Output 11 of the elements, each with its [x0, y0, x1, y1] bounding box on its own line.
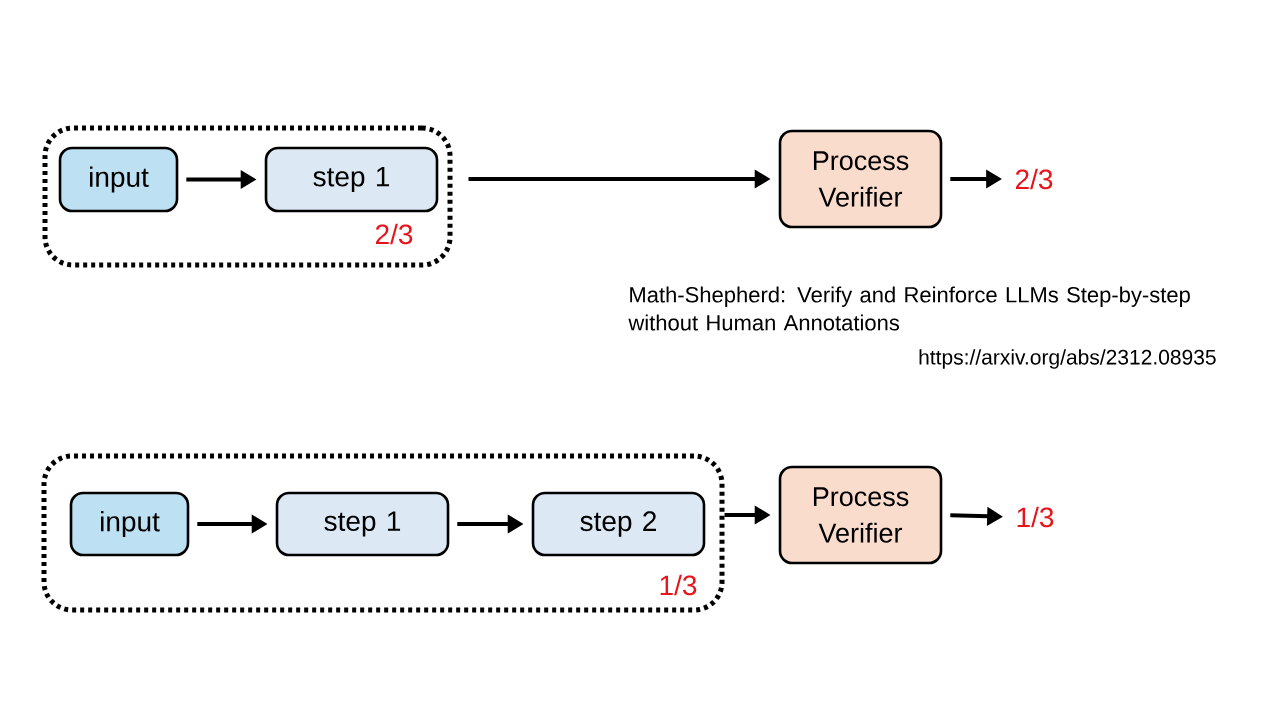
- step-box: step 1: [264, 146, 439, 213]
- paper-title: Math-Shepherd: Verify and Reinforce LLMs Step-by-step without Human Annotations: [628, 286, 1190, 331]
- step-box: step 2: [531, 491, 706, 557]
- verifier-box: Process Verifier: [778, 465, 943, 565]
- verifier-box: Process Verifier: [778, 129, 943, 229]
- step-box: step 1: [275, 491, 450, 557]
- score-text: 2/3: [1015, 168, 1053, 190]
- score-text: 1/3: [1017, 506, 1054, 528]
- input-box: input: [58, 146, 179, 213]
- input-box: input: [69, 491, 190, 557]
- url-text: https://arxiv.org/abs/2312.08935: [919, 349, 1216, 369]
